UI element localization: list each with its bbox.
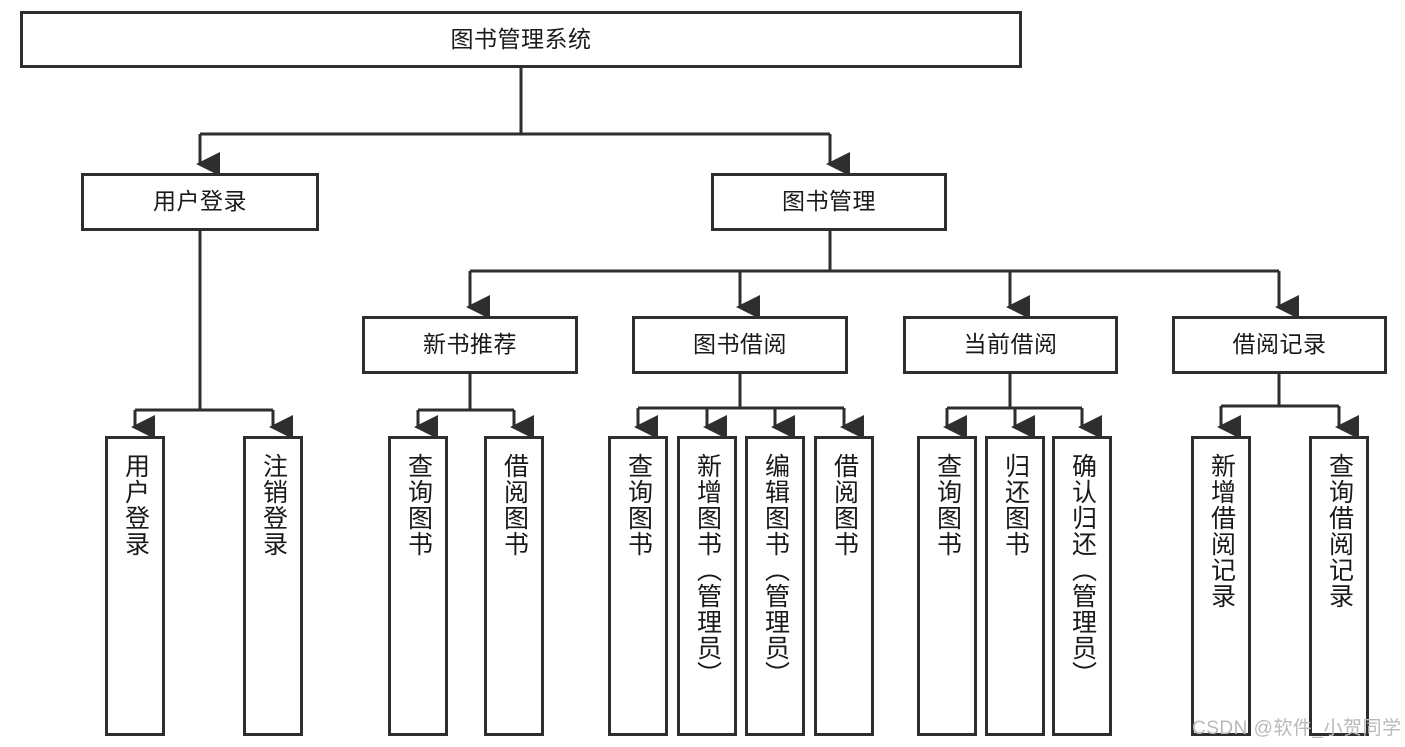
leaf-add-book-admin[interactable]: 新增图书（管理员） bbox=[677, 436, 737, 736]
node-current-borrow-label: 当前借阅 bbox=[963, 331, 1058, 358]
leaf-borrow-book-recommend-label: 借阅图书 bbox=[500, 453, 529, 557]
leaf-return-book[interactable]: 归还图书 bbox=[985, 436, 1045, 736]
leaf-query-book-recommend-label: 查询图书 bbox=[404, 453, 433, 557]
leaf-add-book-admin-label: 新增图书（管理员） bbox=[693, 453, 722, 687]
leaf-logout-label: 注销登录 bbox=[259, 453, 288, 557]
node-new-book-recommend-label: 新书推荐 bbox=[423, 331, 517, 358]
node-user-login[interactable]: 用户登录 bbox=[81, 173, 319, 231]
node-book-borrow-label: 图书借阅 bbox=[693, 331, 787, 358]
leaf-query-book-current[interactable]: 查询图书 bbox=[917, 436, 977, 736]
leaf-user-login-label: 用户登录 bbox=[121, 453, 150, 557]
leaf-borrow-book[interactable]: 借阅图书 bbox=[814, 436, 874, 736]
leaf-query-book-recommend[interactable]: 查询图书 bbox=[388, 436, 448, 736]
leaf-logout[interactable]: 注销登录 bbox=[243, 436, 303, 736]
leaf-return-book-label: 归还图书 bbox=[1001, 453, 1030, 557]
node-current-borrow[interactable]: 当前借阅 bbox=[903, 316, 1118, 374]
leaf-confirm-return-admin[interactable]: 确认归还（管理员） bbox=[1052, 436, 1112, 736]
leaf-query-borrow-record[interactable]: 查询借阅记录 bbox=[1309, 436, 1369, 736]
leaf-edit-book-admin-label: 编辑图书（管理员） bbox=[761, 453, 790, 687]
leaf-query-book-borrow[interactable]: 查询图书 bbox=[608, 436, 668, 736]
leaf-add-borrow-record-label: 新增借阅记录 bbox=[1207, 453, 1236, 609]
leaf-add-borrow-record[interactable]: 新增借阅记录 bbox=[1191, 436, 1251, 736]
node-root[interactable]: 图书管理系统 bbox=[20, 11, 1022, 68]
csdn-watermark: CSDN @软件_小贺同学 bbox=[1192, 718, 1402, 739]
leaf-user-login[interactable]: 用户登录 bbox=[105, 436, 165, 736]
node-user-login-label: 用户登录 bbox=[153, 188, 247, 215]
leaf-query-book-borrow-label: 查询图书 bbox=[624, 453, 653, 557]
node-root-label: 图书管理系统 bbox=[450, 25, 592, 52]
node-borrow-record-label: 借阅记录 bbox=[1232, 331, 1327, 358]
node-book-management-label: 图书管理 bbox=[782, 188, 876, 215]
leaf-query-borrow-record-label: 查询借阅记录 bbox=[1325, 453, 1354, 609]
node-book-borrow[interactable]: 图书借阅 bbox=[632, 316, 848, 374]
leaf-confirm-return-admin-label: 确认归还（管理员） bbox=[1068, 453, 1097, 687]
leaf-borrow-book-label: 借阅图书 bbox=[830, 453, 859, 557]
leaf-query-book-current-label: 查询图书 bbox=[933, 453, 962, 557]
node-book-management[interactable]: 图书管理 bbox=[711, 173, 947, 231]
leaf-edit-book-admin[interactable]: 编辑图书（管理员） bbox=[745, 436, 805, 736]
node-borrow-record[interactable]: 借阅记录 bbox=[1172, 316, 1387, 374]
leaf-borrow-book-recommend[interactable]: 借阅图书 bbox=[484, 436, 544, 736]
node-new-book-recommend[interactable]: 新书推荐 bbox=[362, 316, 578, 374]
